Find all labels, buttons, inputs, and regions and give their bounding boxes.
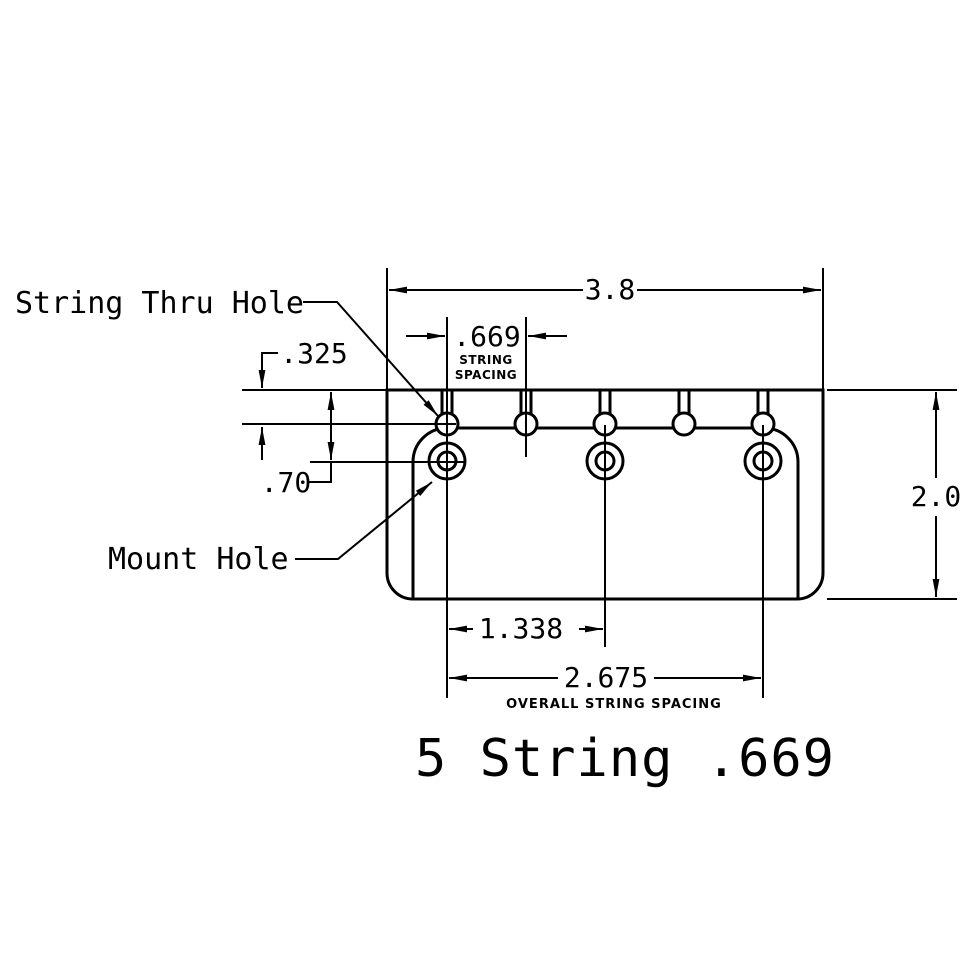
dim-plate-height: 2.0 [827, 389, 962, 600]
dim-half-string-span-value: 1.338 [479, 612, 563, 645]
string-thru-hole-4 [671, 411, 697, 437]
dim-half-string-span: 1.338 [449, 612, 603, 645]
dim-plate-width: 3.8 [386, 268, 824, 389]
dim-overall-string-span: 2.675 OVERALL STRING SPACING [449, 661, 761, 712]
string-thru-hole-label: String Thru Hole [15, 286, 304, 321]
dim-string-hole-offset-value: .325 [280, 337, 347, 370]
mount-hole-callout: Mount Hole [108, 481, 433, 577]
dim-string-hole-offset: .325 [258, 337, 348, 460]
string-spacing-caption-top: STRING [459, 353, 512, 367]
drawing-title: 5 String .669 [415, 729, 835, 789]
string-spacing-caption-bottom: SPACING [455, 368, 517, 382]
dim-string-spacing: .669 STRING SPACING [406, 320, 567, 382]
overall-span-caption: OVERALL STRING SPACING [506, 697, 722, 712]
center-lines [242, 317, 764, 698]
dim-plate-width-value: 3.8 [585, 273, 636, 306]
dim-string-spacing-value: .669 [453, 320, 520, 353]
string-thru-hole-callout: String Thru Hole [15, 286, 439, 417]
mount-hole-label: Mount Hole [108, 542, 289, 577]
dim-mount-hole-offset: .70 [261, 392, 335, 499]
dim-plate-height-value: 2.0 [911, 480, 962, 513]
dim-mount-hole-offset-value: .70 [261, 466, 312, 499]
dim-overall-string-span-value: 2.675 [564, 661, 648, 694]
mount-hole-leader [295, 481, 433, 560]
string-slots [440, 391, 770, 415]
string-thru-hole-leader [303, 301, 439, 417]
